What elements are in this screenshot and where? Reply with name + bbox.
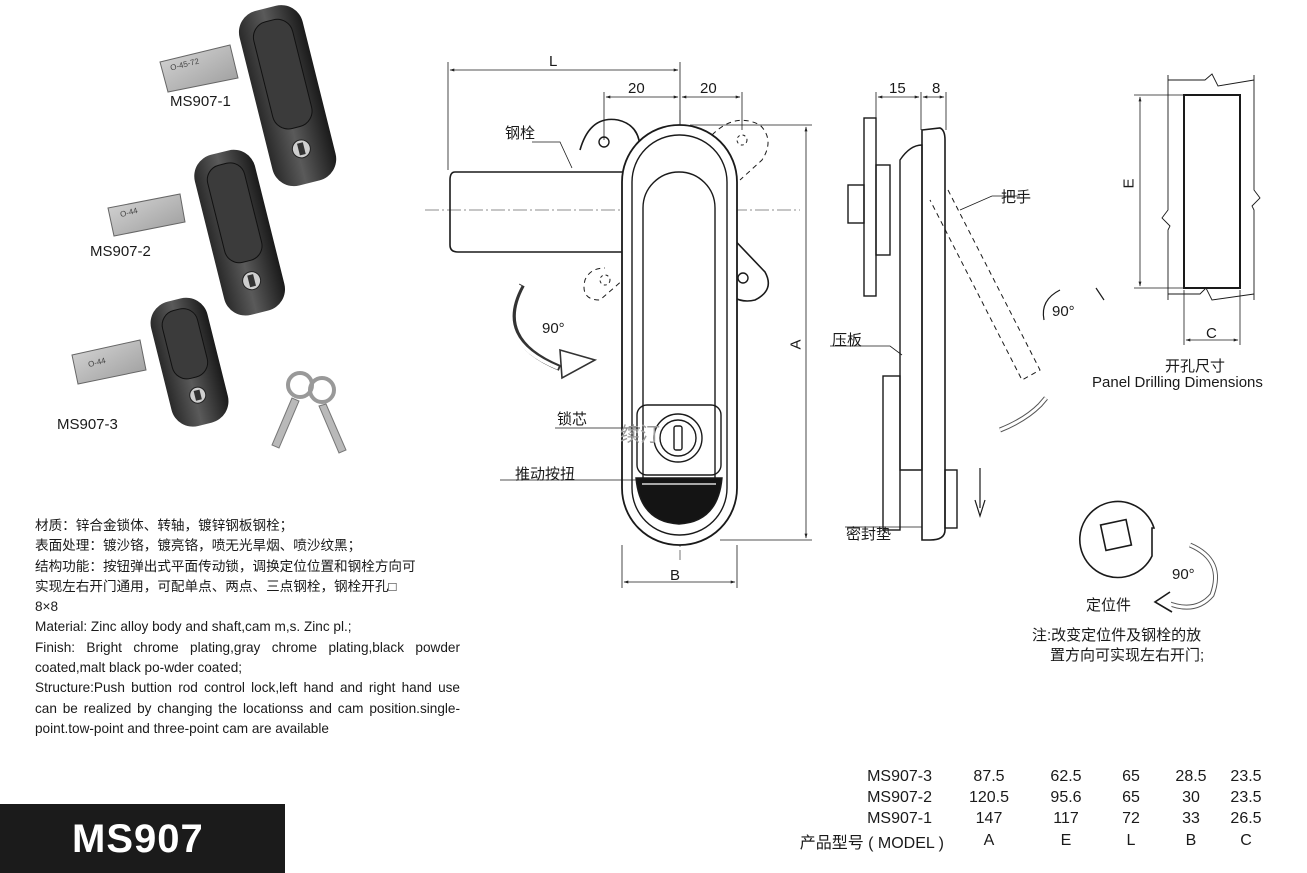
value-cell-e: 117 xyxy=(1053,809,1079,827)
spec-cn-finish: 表面处理：镀沙铬，镀亮铬，喷无光旱烟、喷沙纹黑； xyxy=(35,538,362,554)
spec-cn-material: 材质：锌合金锁体、转轴，镀锌钢板钢栓； xyxy=(35,518,294,533)
positioner-part xyxy=(1078,500,1218,613)
positioner-label: 定位件 xyxy=(1086,597,1132,614)
value-cell-a: 120.5 xyxy=(968,788,1010,806)
value-cell-l: 65 xyxy=(1122,788,1140,806)
dim-label-e: E xyxy=(1120,178,1138,189)
front-rotation-label: 90° xyxy=(542,320,565,337)
spec-text-block: 材质：锌合金锁体、转轴，镀锌钢板钢栓； 表面处理：镀沙铬，镀亮铬，喷无光旱烟、喷… xyxy=(35,516,460,739)
dim-label-a: A xyxy=(787,339,805,350)
photo-caption-ms907-3: MS907-3 xyxy=(57,416,118,433)
dim-label-c: C xyxy=(1206,325,1217,342)
spec-en-finish: Finish: Bright chrome plating,gray chrom… xyxy=(35,639,460,676)
table-header-row: 产品型号 ( MODEL ) A E L B C xyxy=(756,829,1264,853)
side-view xyxy=(830,92,1105,541)
header-cell-e: E xyxy=(1060,832,1072,849)
value-cell-l: 72 xyxy=(1122,809,1140,827)
value-cell-b: 33 xyxy=(1182,809,1200,827)
label-gasket: 密封垫 xyxy=(846,526,892,543)
value-cell-c: 23.5 xyxy=(1230,788,1262,806)
label-push-button: 推动按扭 xyxy=(515,466,576,483)
spec-cn-hole-size: 8×8 xyxy=(35,599,59,615)
value-cell-c: 26.5 xyxy=(1230,809,1262,827)
spec-cn-structure: 结构功能：按钮弹出式平面传动锁，调换定位位置和钢栓方向可 xyxy=(35,558,416,574)
value-cell-c: 23.5 xyxy=(1230,767,1262,785)
model-cell: MS907-1 xyxy=(867,809,932,827)
positioner-note-line-2: 置方向可实现左右开门; xyxy=(1050,647,1205,664)
table-row: MS907-2 120.5 95.6 65 30 23.5 xyxy=(756,787,1264,808)
dimensions-table: MS907-3 87.5 62.5 65 28.5 23.5 MS907-2 1… xyxy=(756,766,1264,853)
drilling-title-cn: 开孔尺寸 xyxy=(1165,358,1226,375)
value-cell-a: 87.5 xyxy=(973,767,1005,785)
dim-label-b: B xyxy=(670,567,681,584)
value-cell-a: 147 xyxy=(975,809,1003,827)
dim-label-l: L xyxy=(549,53,558,70)
value-cell-b: 30 xyxy=(1182,788,1200,806)
table-row: MS907-3 87.5 62.5 65 28.5 23.5 xyxy=(756,766,1264,787)
model-header-cell: 产品型号 ( MODEL ) xyxy=(799,835,944,852)
photo-caption-ms907-2: MS907-2 xyxy=(90,243,151,260)
value-cell-e: 95.6 xyxy=(1050,788,1082,806)
spec-cn-structure-cont: 实现左右开门通用，可配单点、两点、三点钢栓，钢栓开孔□ xyxy=(35,578,397,594)
header-cell-c: C xyxy=(1240,832,1252,849)
dim-label-20-left: 20 xyxy=(628,80,645,97)
watermark: 续汀 xyxy=(620,424,660,446)
label-bolt: 钢栓 xyxy=(505,125,536,142)
side-rotation-label: 90° xyxy=(1052,303,1075,320)
dim-label-15: 15 xyxy=(889,80,906,97)
product-photo-ms907-2 xyxy=(107,149,286,316)
keys-photo xyxy=(271,371,347,454)
product-photo-ms907-3 xyxy=(71,297,229,427)
label-lock-core: 锁芯 xyxy=(557,411,588,428)
model-cell: MS907-2 xyxy=(867,788,932,806)
photo-caption-ms907-1: MS907-1 xyxy=(170,93,231,110)
drilling-title-en: Panel Drilling Dimensions xyxy=(1092,374,1263,391)
header-cell-b: B xyxy=(1185,832,1197,849)
header-cell-l: L xyxy=(1126,832,1136,849)
label-handle: 把手 xyxy=(1001,189,1032,206)
positioner-rotation-label: 90° xyxy=(1172,566,1195,583)
front-view xyxy=(425,62,812,588)
spec-en-material: Material: Zinc alloy body and shaft,cam … xyxy=(35,619,352,635)
table-row: MS907-1 147 117 72 33 26.5 xyxy=(756,808,1264,829)
model-banner-text: MS907 xyxy=(72,817,204,861)
value-cell-b: 28.5 xyxy=(1175,767,1207,785)
header-cell-a: A xyxy=(983,832,995,849)
product-photo-ms907-1 xyxy=(159,5,337,187)
positioner-note-line-1: 注:改变定位件及钢栓的放 xyxy=(1032,627,1202,644)
model-banner: MS907 xyxy=(0,804,285,873)
dim-label-20-right: 20 xyxy=(700,80,717,97)
value-cell-l: 65 xyxy=(1122,767,1140,785)
model-cell: MS907-3 xyxy=(867,767,932,785)
spec-en-structure: Structure:Push buttion rod control lock,… xyxy=(35,680,460,736)
label-press-plate: 压板 xyxy=(832,332,863,349)
value-cell-e: 62.5 xyxy=(1050,767,1082,785)
panel-drilling-view xyxy=(1134,73,1261,345)
dim-label-8: 8 xyxy=(932,80,941,97)
